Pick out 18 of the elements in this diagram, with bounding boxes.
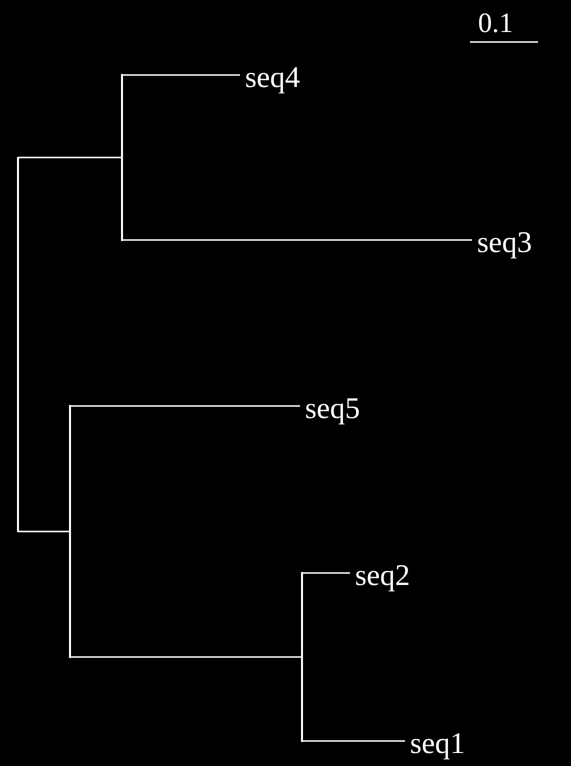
branch-line [18,156,122,158]
taxon-label: seq2 [350,559,410,593]
taxon-label: seq5 [300,392,360,426]
branch-line [302,740,405,742]
branch-line [122,74,240,76]
taxon-label: seq4 [240,61,300,95]
branch-line [122,239,472,241]
clade-line [301,572,303,742]
branch-line [302,572,350,574]
taxon-label: seq3 [472,226,532,260]
branch-line [70,656,302,658]
branch-line [70,405,300,407]
scale-value: 0.1 [478,8,513,40]
clade-line [121,74,123,241]
clade-line [17,156,19,532]
taxon-label: seq1 [405,727,465,761]
clade-line [69,405,71,658]
branch-line [18,530,70,532]
